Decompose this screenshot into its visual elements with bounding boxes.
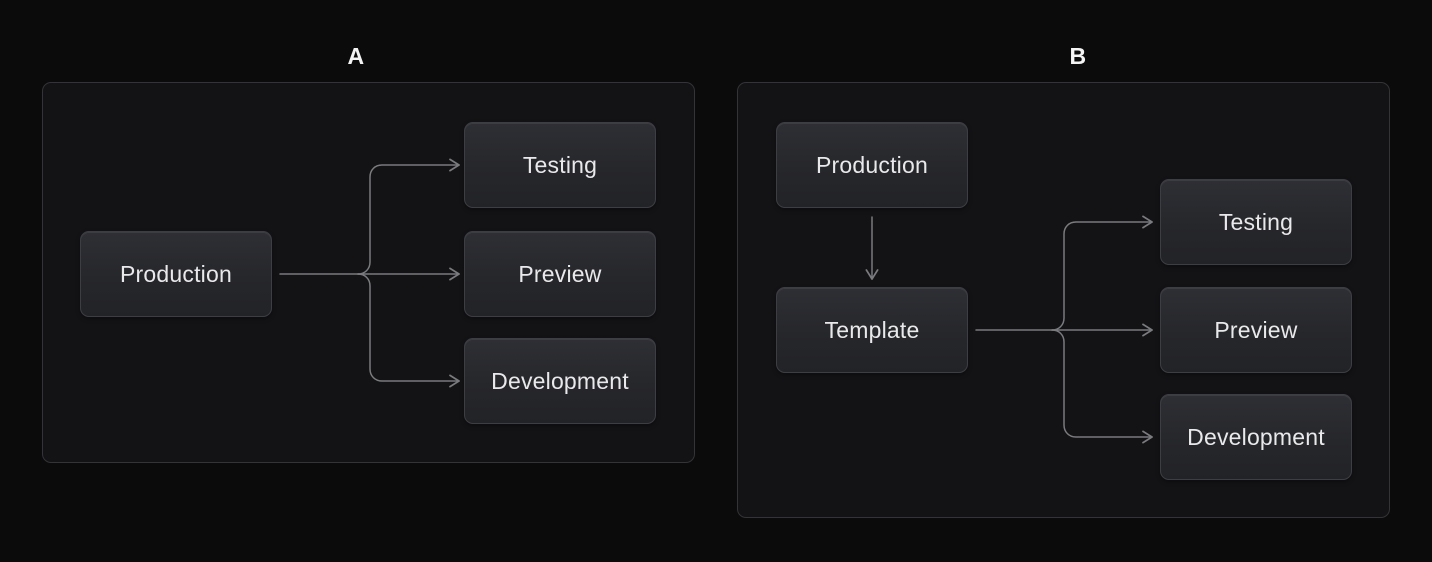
node-label: Development — [1187, 423, 1325, 450]
diagram-b-label: B — [1069, 43, 1087, 69]
node-a-testing: Testing — [464, 122, 656, 208]
node-a-development: Development — [464, 338, 656, 424]
diagram-a-label: A — [347, 43, 365, 69]
node-label: Testing — [1218, 208, 1294, 235]
node-label: Preview — [1214, 316, 1298, 343]
node-label: Development — [491, 367, 629, 394]
node-a-preview: Preview — [464, 231, 656, 317]
node-label: Production — [816, 151, 928, 178]
node-label: Template — [824, 316, 920, 343]
node-label: Preview — [518, 260, 602, 287]
node-b-production: Production — [776, 122, 968, 208]
node-b-preview: Preview — [1160, 287, 1352, 373]
node-b-template: Template — [776, 287, 968, 373]
node-a-production: Production — [80, 231, 272, 317]
node-label: Testing — [522, 151, 598, 178]
node-label: Production — [120, 260, 232, 287]
node-b-development: Development — [1160, 394, 1352, 480]
node-b-testing: Testing — [1160, 179, 1352, 265]
